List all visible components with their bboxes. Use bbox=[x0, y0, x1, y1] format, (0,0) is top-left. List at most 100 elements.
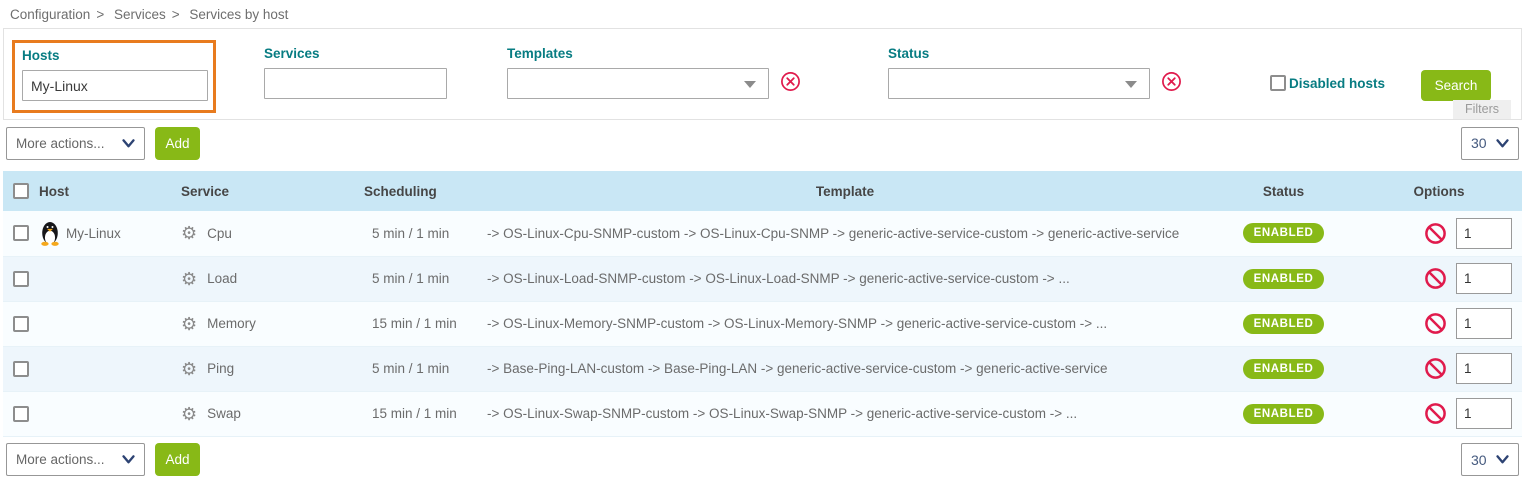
disable-icon[interactable] bbox=[1424, 267, 1447, 290]
breadcrumb-services[interactable]: Services bbox=[113, 7, 166, 22]
row-checkbox[interactable] bbox=[13, 270, 29, 287]
disable-icon[interactable] bbox=[1424, 357, 1447, 380]
status-badge: ENABLED bbox=[1242, 358, 1325, 379]
table-row: ⚙ Swap 15 min / 1 min -> OS-Linux-Swap-SN… bbox=[3, 391, 1522, 437]
breadcrumb-separator: > bbox=[96, 7, 105, 22]
search-button[interactable]: Search bbox=[1421, 70, 1491, 101]
bottom-toolbar: More actions... Add 30 bbox=[3, 437, 1522, 483]
breadcrumb-configuration[interactable]: Configuration bbox=[10, 7, 91, 22]
more-actions-label: More actions... bbox=[16, 135, 105, 151]
scheduling-value: 5 min / 1 min bbox=[364, 256, 479, 302]
scheduling-value: 15 min / 1 min bbox=[364, 301, 479, 347]
gear-icon: ⚙ bbox=[181, 223, 198, 244]
dropdown-arrow-icon bbox=[1125, 81, 1137, 88]
status-badge: ENABLED bbox=[1242, 313, 1325, 334]
hosts-label: Hosts bbox=[22, 48, 60, 63]
service-name[interactable]: Cpu bbox=[207, 225, 232, 241]
disable-icon[interactable] bbox=[1424, 222, 1447, 245]
page-size-select[interactable]: 30 bbox=[1461, 126, 1519, 160]
clear-templates-filter-icon[interactable] bbox=[780, 71, 801, 97]
host-column-header: Host bbox=[39, 171, 181, 211]
status-badge: ENABLED bbox=[1242, 403, 1325, 424]
status-badge: ENABLED bbox=[1242, 223, 1325, 244]
chevron-down-icon bbox=[1496, 138, 1509, 147]
duplicate-count-input[interactable] bbox=[1456, 308, 1512, 339]
more-actions-label: More actions... bbox=[16, 452, 105, 467]
scheduling-column-header: Scheduling bbox=[364, 171, 479, 211]
service-name[interactable]: Swap bbox=[207, 406, 241, 421]
select-all-checkbox[interactable] bbox=[13, 183, 29, 200]
add-button[interactable]: Add bbox=[155, 443, 200, 476]
duplicate-count-input[interactable] bbox=[1456, 353, 1512, 384]
chevron-down-icon bbox=[122, 138, 135, 147]
page-size-select[interactable]: 30 bbox=[1461, 443, 1519, 476]
disabled-hosts-label: Disabled hosts bbox=[1289, 75, 1386, 91]
gear-icon: ⚙ bbox=[181, 403, 198, 424]
add-button[interactable]: Add bbox=[155, 126, 200, 160]
template-chain: -> OS-Linux-Cpu-SNMP-custom -> OS-Linux-… bbox=[479, 211, 1211, 257]
template-chain: -> OS-Linux-Swap-SNMP-custom -> OS-Linux… bbox=[479, 391, 1211, 437]
disabled-hosts-checkbox[interactable] bbox=[1270, 75, 1286, 91]
services-table: Host Service Scheduling Template Status … bbox=[3, 171, 1522, 437]
filters-panel: Hosts Services Templates Status bbox=[3, 28, 1522, 120]
disable-icon[interactable] bbox=[1424, 402, 1447, 425]
service-name[interactable]: Ping bbox=[207, 361, 235, 376]
more-actions-select[interactable]: More actions... bbox=[6, 126, 145, 160]
duplicate-count-input[interactable] bbox=[1456, 263, 1512, 294]
templates-label: Templates bbox=[507, 46, 573, 61]
breadcrumb-services-by-host[interactable]: Services by host bbox=[189, 7, 289, 22]
service-name[interactable]: Load bbox=[207, 271, 238, 286]
table-header-row: Host Service Scheduling Template Status … bbox=[3, 171, 1522, 211]
disabled-hosts-group: Disabled hosts bbox=[1270, 75, 1385, 91]
chevron-down-icon bbox=[122, 455, 135, 464]
gear-icon: ⚙ bbox=[181, 358, 198, 379]
options-column-header: Options bbox=[1356, 171, 1522, 211]
templates-select[interactable] bbox=[507, 68, 769, 99]
status-column-header: Status bbox=[1211, 171, 1356, 211]
template-chain: -> OS-Linux-Load-SNMP-custom -> OS-Linux… bbox=[479, 256, 1211, 302]
table-row: ⚙ Ping 5 min / 1 min -> Base-Ping-LAN-cus… bbox=[3, 346, 1522, 392]
table-row: ⚙ Memory 15 min / 1 min -> OS-Linux-Memor… bbox=[3, 301, 1522, 347]
disable-icon[interactable] bbox=[1424, 312, 1447, 335]
duplicate-count-input[interactable] bbox=[1456, 217, 1512, 249]
status-filter-group: Status bbox=[888, 46, 1182, 99]
hosts-filter-group: Hosts bbox=[12, 40, 216, 113]
service-name[interactable]: Memory bbox=[207, 316, 256, 331]
gear-icon: ⚙ bbox=[181, 268, 198, 289]
status-select[interactable] bbox=[888, 68, 1150, 99]
template-chain: -> Base-Ping-LAN-custom -> Base-Ping-LAN… bbox=[479, 346, 1211, 392]
breadcrumb-separator: > bbox=[171, 7, 180, 22]
service-column-header: Service bbox=[181, 171, 364, 211]
row-checkbox[interactable] bbox=[13, 360, 29, 377]
clear-status-filter-icon[interactable] bbox=[1161, 71, 1182, 97]
gear-icon: ⚙ bbox=[181, 313, 198, 334]
templates-filter-group: Templates bbox=[507, 46, 801, 99]
top-toolbar: More actions... Add 30 bbox=[3, 120, 1522, 166]
chevron-down-icon bbox=[1496, 455, 1509, 464]
page-size-value: 30 bbox=[1471, 135, 1487, 151]
template-chain: -> OS-Linux-Memory-SNMP-custom -> OS-Lin… bbox=[479, 301, 1211, 347]
linux-penguin-icon bbox=[41, 222, 59, 247]
template-column-header: Template bbox=[479, 171, 1211, 211]
row-checkbox[interactable] bbox=[13, 225, 29, 242]
services-filter-group: Services bbox=[264, 46, 447, 99]
more-actions-select[interactable]: More actions... bbox=[6, 443, 145, 476]
row-checkbox[interactable] bbox=[13, 315, 29, 332]
hosts-input[interactable] bbox=[22, 70, 208, 101]
filters-legend: Filters bbox=[1452, 100, 1511, 119]
breadcrumb: Configuration > Services > Services by hos… bbox=[0, 0, 1525, 28]
status-badge: ENABLED bbox=[1242, 268, 1325, 289]
status-label: Status bbox=[888, 46, 930, 61]
scheduling-value: 5 min / 1 min bbox=[364, 346, 479, 392]
host-name[interactable]: My-Linux bbox=[66, 225, 121, 241]
scheduling-value: 15 min / 1 min bbox=[364, 391, 479, 437]
services-label: Services bbox=[264, 46, 320, 61]
table-row: ⚙ Load 5 min / 1 min -> OS-Linux-Load-SNM… bbox=[3, 256, 1522, 302]
table-row: My-Linux ⚙ Cpu 5 min / 1 min -> OS-Linux-… bbox=[3, 211, 1522, 257]
scheduling-value: 5 min / 1 min bbox=[364, 211, 479, 257]
row-checkbox[interactable] bbox=[13, 405, 29, 422]
duplicate-count-input[interactable] bbox=[1456, 398, 1512, 429]
services-input[interactable] bbox=[264, 68, 447, 99]
page-size-value: 30 bbox=[1471, 451, 1487, 468]
dropdown-arrow-icon bbox=[744, 81, 756, 88]
